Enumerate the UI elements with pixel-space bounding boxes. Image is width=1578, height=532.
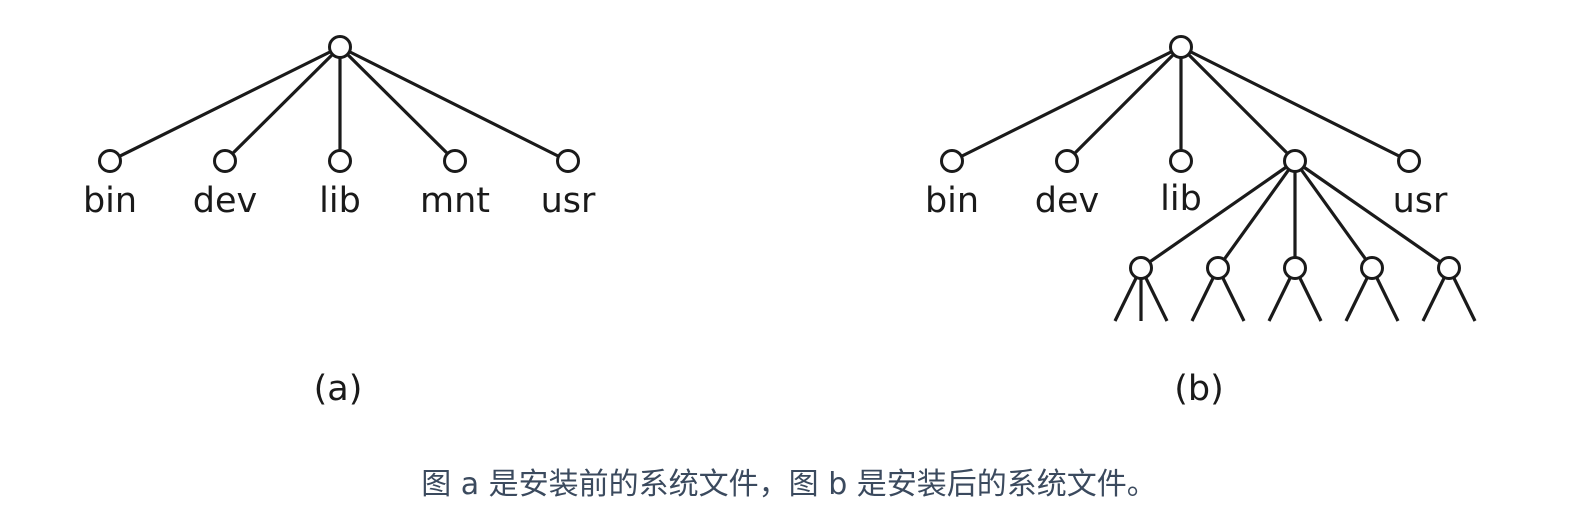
mounted-node-5 xyxy=(1437,256,1461,280)
node-usr-a xyxy=(556,149,580,173)
root-node-b xyxy=(1169,35,1193,59)
node-bin-a xyxy=(98,149,122,173)
label-dev-a: dev xyxy=(193,181,257,221)
node-lib-b xyxy=(1169,149,1193,173)
panel-b: bin dev lib usr (b) xyxy=(925,35,1477,409)
label-dev-b: dev xyxy=(1035,181,1099,221)
edge-mount-sub5 xyxy=(1294,159,1450,270)
edge-root-bin-b xyxy=(951,45,1182,163)
label-bin-a: bin xyxy=(83,181,137,221)
edge-root-usr-a xyxy=(339,45,569,163)
panel-a: bin dev lib mnt usr (a) xyxy=(83,35,596,409)
edge-root-usr-b xyxy=(1180,45,1410,163)
panel-label-a: (a) xyxy=(314,369,363,409)
label-mnt-a: mnt xyxy=(420,181,490,221)
edge-root-dev-a xyxy=(223,45,342,163)
mounted-node-4 xyxy=(1360,256,1384,280)
node-usr-b xyxy=(1397,149,1421,173)
figure-caption: 图 a 是安装前的系统文件，图 b 是安装后的系统文件。 xyxy=(421,467,1157,502)
label-lib-a: lib xyxy=(319,181,361,221)
node-lib-a xyxy=(328,149,352,173)
node-mount-point-b xyxy=(1283,149,1307,173)
node-dev-a xyxy=(213,149,237,173)
mounted-node-1 xyxy=(1129,256,1153,280)
mounted-node-3 xyxy=(1283,256,1307,280)
node-bin-b xyxy=(940,149,964,173)
edge-root-bin-a xyxy=(109,45,341,163)
edge-root-dev-b xyxy=(1065,45,1183,163)
root-node-a xyxy=(328,35,352,59)
node-dev-b xyxy=(1055,149,1079,173)
node-mnt-a xyxy=(443,149,467,173)
label-lib-b: lib xyxy=(1160,179,1202,219)
label-bin-b: bin xyxy=(925,181,979,221)
label-usr-b: usr xyxy=(1393,181,1448,221)
edge-mount-sub1 xyxy=(1140,159,1296,270)
edge-mount-sub4 xyxy=(1293,160,1374,269)
edge-mount-sub2 xyxy=(1216,160,1297,269)
label-usr-a: usr xyxy=(541,181,596,221)
edge-root-mount-b xyxy=(1179,45,1297,163)
edge-root-mnt-a xyxy=(338,45,457,163)
panel-label-b: (b) xyxy=(1174,369,1224,409)
mounted-node-2 xyxy=(1206,256,1230,280)
